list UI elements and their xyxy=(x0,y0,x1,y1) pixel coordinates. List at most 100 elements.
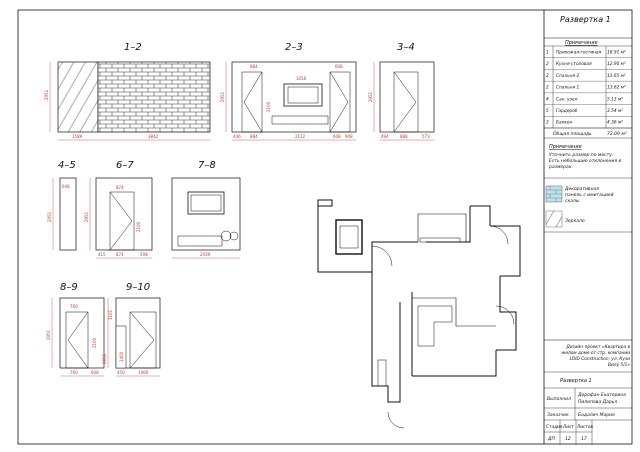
floor-plan xyxy=(317,199,521,429)
elevation-4-5: 4–5 648 2951 xyxy=(47,160,77,251)
project-line-3: LOID Construction, ул. Кузи xyxy=(570,356,631,362)
door-8-9 xyxy=(65,311,89,369)
elevation-6-7: 6–7 874 2951 2100 415 874 598 xyxy=(84,160,153,259)
room-num: 2 xyxy=(546,85,549,91)
dim-9-10-b1: 450 xyxy=(117,370,125,375)
legend-tile-line-1: Декоративная xyxy=(564,186,599,192)
customer-name: Бадалич Мария xyxy=(578,412,615,418)
dim-1-2-height: 2951 xyxy=(44,89,49,100)
room-num: 3 xyxy=(546,120,549,126)
rooms-header: Примечание xyxy=(565,40,598,46)
dim-9-10-height: 2951 xyxy=(102,353,107,364)
notes: Примечание Уточнить размер по месту. Ест… xyxy=(544,144,632,179)
dim-4-5-top: 648 xyxy=(62,184,70,189)
dim-8-9-top: 760 xyxy=(70,304,78,309)
sheets-label: Листов xyxy=(576,424,594,430)
plan-column xyxy=(335,219,363,255)
room-area: 13.65 м² xyxy=(607,73,626,79)
door-left xyxy=(241,71,263,133)
stage-label: Стадия xyxy=(546,424,563,430)
view-label-8-9: 8–9 xyxy=(60,282,78,293)
note-line-3: размерах. xyxy=(548,165,573,170)
view-label-3-4: 3–4 xyxy=(397,42,415,53)
sheets-value: 17 xyxy=(581,436,587,442)
note-line-1: Уточнить размер по месту. xyxy=(549,152,613,158)
performer-2: Пилипова Дарья xyxy=(578,399,617,405)
dim-2-3-b2: 884 xyxy=(250,134,258,139)
door-6-7 xyxy=(109,191,135,251)
wall-3-4 xyxy=(379,61,435,133)
legend-mirror-label: Зеркало xyxy=(565,218,585,224)
elevation-1-2: 1–2 2951 1589 3842 xyxy=(44,42,211,141)
legend-tile-line-2: панель с имитацией xyxy=(565,192,614,198)
room-area: 3.54 м² xyxy=(607,108,623,114)
view-label-7-8: 7–8 xyxy=(198,160,216,171)
dim-4-5-height: 2951 xyxy=(47,211,52,222)
room-area: 5.13 м² xyxy=(607,96,623,102)
dim-8-9-door: 2100 xyxy=(92,337,97,348)
project-line-1: Дизайн-проект «Квартира в xyxy=(565,344,630,350)
dim-3-4-b3: 573 xyxy=(422,134,430,139)
stamp: Дизайн-проект «Квартира в жилом доме от … xyxy=(544,339,632,444)
dim-8-9-height: 2951 xyxy=(46,329,51,340)
tv-cabinet xyxy=(271,115,329,125)
room-area: 13.62 м² xyxy=(607,85,626,91)
dim-2-3-b1: 446 xyxy=(233,134,241,139)
customer-label: Заказчик xyxy=(547,412,569,418)
dim-3-4-b1: 494 xyxy=(381,134,389,139)
dim-2-3-door: 2100 xyxy=(266,101,271,112)
note-title: Примечание xyxy=(549,144,582,150)
door-right xyxy=(329,71,351,133)
dim-2-3-b3: 2112 xyxy=(295,134,306,139)
window-9-10 xyxy=(115,325,127,369)
door-3-4 xyxy=(393,71,419,133)
dim-9-10-top: 1101 xyxy=(108,309,113,320)
wall-4-5 xyxy=(59,177,77,251)
room-num: 1 xyxy=(546,49,549,55)
room-name: Сан. узел xyxy=(556,96,578,102)
room-name: Спальня 2 xyxy=(556,73,579,79)
project-line-2: жилом доме от стр. компании xyxy=(560,351,630,356)
room-num: 4 xyxy=(546,96,549,102)
stone-panel xyxy=(97,61,211,133)
plan-kitchen-counter xyxy=(377,359,387,387)
dim-9-10-b2: 1000 xyxy=(138,370,149,375)
lamp-1 xyxy=(220,230,232,242)
room-name: Прихожая-гостиная xyxy=(556,49,602,55)
total-label: Общая площадь xyxy=(553,131,592,137)
sheet-title: Развертка 1 xyxy=(560,15,611,24)
lamp-2 xyxy=(229,231,239,241)
dim-6-7-b2: 874 xyxy=(116,252,124,257)
dim-2-3-tv: 1056 xyxy=(296,76,307,81)
note-line-2: Есть небольшие отклонения в xyxy=(549,158,621,164)
plan-door-arc-3 xyxy=(495,305,515,325)
plan-tv-unit xyxy=(419,237,461,243)
sheet-value: 12 xyxy=(565,436,571,442)
elevation-2-3: 2–3 2951 884 608 1056 2100 446 884 2112 … xyxy=(220,42,357,141)
dim-1-2-w2: 3842 xyxy=(148,134,159,139)
plan-wall-block-1 xyxy=(317,199,333,207)
dim-2-3-b4: 608 xyxy=(333,134,341,139)
elevation-8-9: 8–9 760 2951 2100 760 608 xyxy=(46,282,105,377)
view-label-4-5: 4–5 xyxy=(58,160,76,171)
wall-8-9 xyxy=(59,297,105,369)
view-label-1-2: 1–2 xyxy=(124,42,142,53)
elevation-3-4: 3–4 2951 494 888 573 xyxy=(368,42,435,141)
dim-6-7-b3: 598 xyxy=(140,252,148,257)
legend-mirror-swatch xyxy=(545,210,563,228)
room-area: 18.91 м² xyxy=(607,49,626,55)
dim-2-3-top1: 884 xyxy=(250,64,258,69)
total-area: 72.09 м² xyxy=(607,131,627,137)
view-label-6-7: 6–7 xyxy=(116,160,134,171)
room-area: 12.90 м² xyxy=(607,61,626,67)
dim-9-10-window: 1400 xyxy=(119,351,124,362)
legend: Декоративная панель с имитацией скалы Зе… xyxy=(544,185,632,233)
project-line-4: Вилу 5/1» xyxy=(608,362,630,368)
door-9-10 xyxy=(129,311,157,369)
bed-outline xyxy=(177,235,223,247)
performer-1: Дорофан Екатерина xyxy=(577,392,626,398)
view-label-9-10: 9–10 xyxy=(126,282,150,293)
stage-value: ДП xyxy=(547,436,556,442)
dim-6-7-height: 2951 xyxy=(84,211,89,222)
